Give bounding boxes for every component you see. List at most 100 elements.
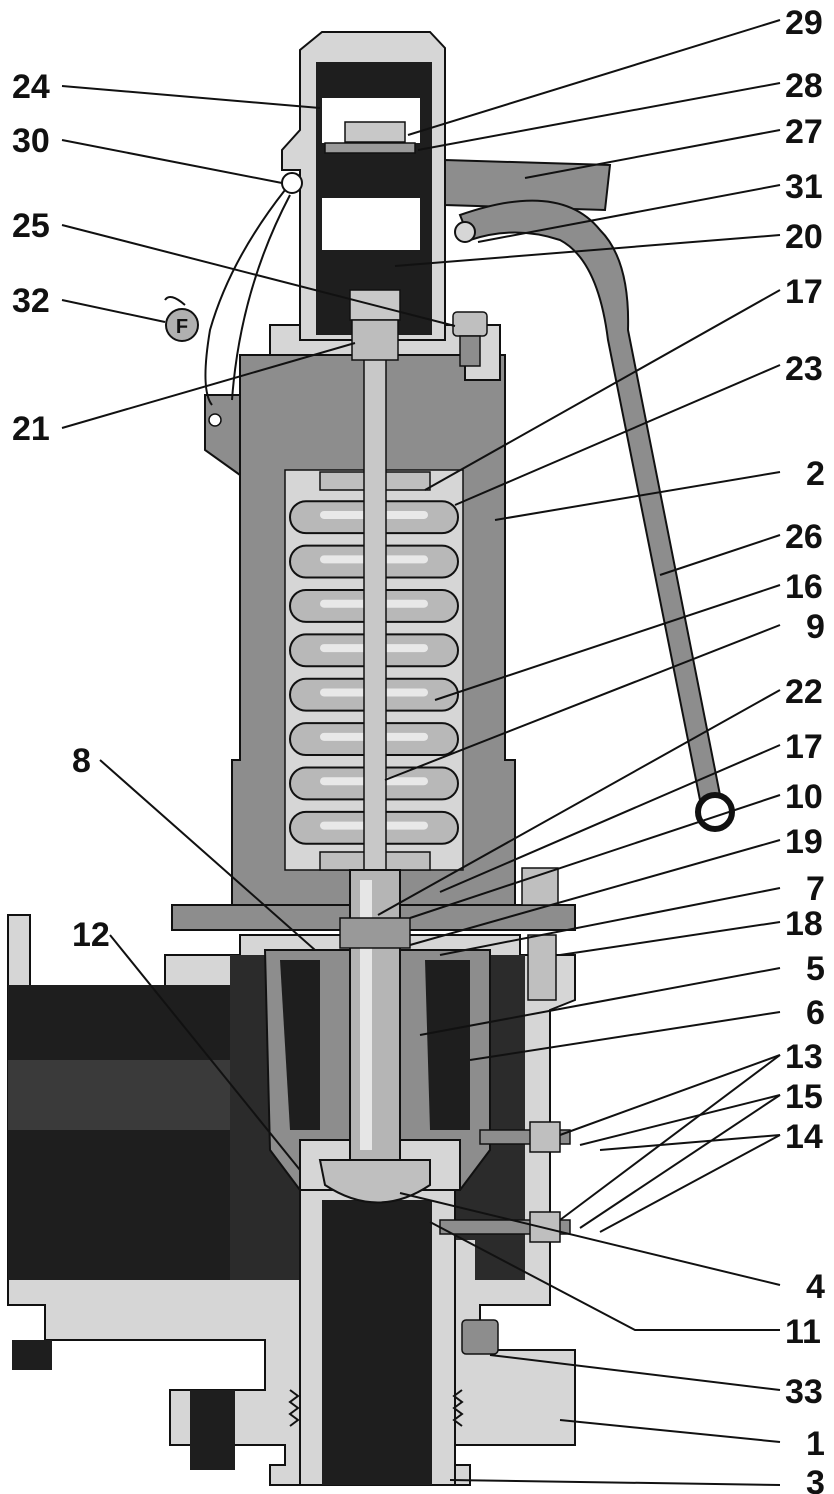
leader-7	[439, 887, 781, 956]
leader-15b	[579, 1094, 781, 1229]
leader-10	[409, 794, 781, 919]
flange-stud-bottom	[527, 934, 557, 1001]
leader-11	[429, 1221, 780, 1331]
callout-27: 27	[785, 113, 823, 151]
leader-27	[524, 129, 781, 179]
callout-18: 18	[785, 905, 823, 943]
callout-19: 19	[785, 823, 823, 861]
callout-2: 2	[806, 455, 825, 493]
leader-8	[99, 759, 316, 951]
callout-16: 16	[785, 568, 823, 606]
nozzle-thread	[288, 1389, 464, 1427]
callout-4: 4	[806, 1268, 825, 1306]
callout-17a: 17	[785, 273, 823, 311]
callout-21: 21	[12, 410, 50, 448]
cap	[281, 31, 488, 367]
callout-28: 28	[785, 67, 823, 105]
adjusting-screw	[351, 319, 399, 361]
callout-1: 1	[806, 1425, 825, 1463]
leader-28	[417, 82, 781, 151]
callout-17b: 17	[785, 728, 823, 766]
lever-bracket	[444, 158, 612, 212]
outlet-bore	[8, 985, 230, 1280]
cap-window-mid	[322, 198, 420, 250]
callout-25: 25	[12, 207, 50, 245]
callout-7: 7	[806, 870, 825, 908]
callout-15: 15	[785, 1078, 823, 1116]
leader-2	[494, 471, 781, 521]
spindle	[339, 299, 411, 1161]
lug-hole	[208, 413, 222, 427]
callout-12: 12	[72, 916, 110, 954]
callout-31: 31	[785, 168, 823, 206]
lead-seal: F	[164, 189, 291, 406]
leader-17a	[424, 289, 781, 491]
leader-22	[377, 689, 781, 916]
leader-31	[477, 184, 781, 243]
leader-25	[61, 224, 456, 327]
callout-20: 20	[785, 218, 823, 256]
lever-arm	[458, 199, 722, 802]
bonnet-lug	[204, 394, 241, 477]
guide-bushing	[339, 917, 411, 949]
callout-23: 23	[785, 350, 823, 388]
leader-17b	[439, 744, 781, 893]
lifting-washer	[324, 142, 416, 154]
spindle-upper	[363, 299, 387, 871]
adjusting-ring-screws	[439, 1121, 571, 1243]
callout-13: 13	[785, 1038, 823, 1076]
leader-5	[419, 967, 781, 1036]
callout-26: 26	[785, 518, 823, 556]
leader-23	[454, 364, 781, 506]
leader-33	[489, 1354, 781, 1391]
callout-5: 5	[806, 950, 825, 988]
callout-3: 3	[806, 1464, 825, 1494]
leader-19	[409, 839, 781, 946]
callout-6: 6	[806, 994, 825, 1032]
release-nut	[344, 121, 406, 143]
leader-32	[61, 299, 166, 323]
guide-dark-left	[280, 960, 320, 1130]
leader-4	[399, 1192, 781, 1286]
callout-14: 14	[785, 1118, 823, 1156]
cap-bolt-stem	[459, 335, 481, 367]
leader-24	[61, 85, 321, 109]
leader-26	[659, 534, 781, 576]
callout-11: 11	[785, 1313, 821, 1351]
flange-bolt-left	[12, 1340, 52, 1370]
lever-pin	[454, 221, 476, 243]
leader-16	[434, 584, 781, 701]
leader-lines	[61, 19, 781, 1486]
disc	[318, 1159, 431, 1204]
outlet-bore-shade	[8, 1060, 230, 1130]
leader-13b	[559, 1054, 781, 1221]
callout-30: 30	[12, 122, 50, 160]
leader-3	[449, 1479, 781, 1486]
drain-plug	[461, 1319, 499, 1355]
guide-dark-right	[425, 960, 470, 1130]
leader-12	[109, 934, 301, 1171]
nozzle	[288, 1189, 464, 1486]
callout-9: 9	[806, 608, 825, 646]
leader-14a	[599, 1134, 781, 1151]
leader-6	[469, 1011, 781, 1061]
nozzle-bore	[322, 1200, 432, 1485]
callout-24: 24	[12, 68, 50, 106]
leader-1	[559, 1419, 781, 1443]
leader-13a	[559, 1054, 781, 1136]
cap-bolt	[452, 311, 488, 337]
leader-9	[384, 624, 781, 781]
callout-22: 22	[785, 673, 823, 711]
callout-29: 29	[785, 4, 823, 42]
spindle-lower	[349, 869, 401, 1161]
leader-15a	[579, 1094, 781, 1146]
leader-18	[559, 921, 781, 956]
seal-wire	[164, 189, 291, 406]
leader-30	[61, 139, 283, 184]
callout-10: 10	[785, 778, 823, 816]
callout-labels: 29 24 28 30 27 31 25 20 32 17 23 21 2 26…	[12, 4, 825, 1494]
callout-33: 33	[785, 1373, 823, 1411]
flange-stud-top	[521, 867, 559, 906]
seal-mark: F	[176, 316, 188, 338]
